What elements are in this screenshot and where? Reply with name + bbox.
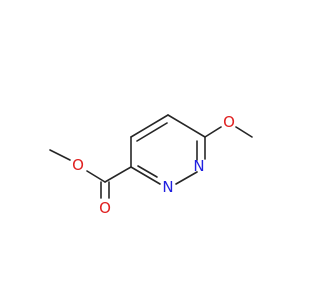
bond-n2-c6 [130,166,161,185]
molecule-diagram: N N O O O [49,113,253,217]
bond-c3-c4-inner [136,122,168,142]
bond-c4-c5 [167,114,206,138]
bond-c3-c4 [130,114,169,138]
atom-o-carbonyl: O [99,199,111,217]
bond-n1-n2 [175,171,198,185]
atom-n2: N [162,178,173,196]
atom-o-ester: O [72,156,84,174]
atom-labels: N N O O O [72,113,235,217]
bond-n2-c6-inner [137,165,158,178]
bonds [49,114,253,199]
structure-svg: N N O O O [49,113,253,217]
bond-o-ch3 [235,126,253,138]
atom-n1: N [193,157,204,175]
bond-c6-ccarbonyl [104,166,132,183]
atom-o-methoxy: O [223,113,235,131]
bond-ccarbonyl-oester [86,170,106,183]
bond-oester-ch3 [49,149,71,161]
bond-c5-o [204,126,222,138]
